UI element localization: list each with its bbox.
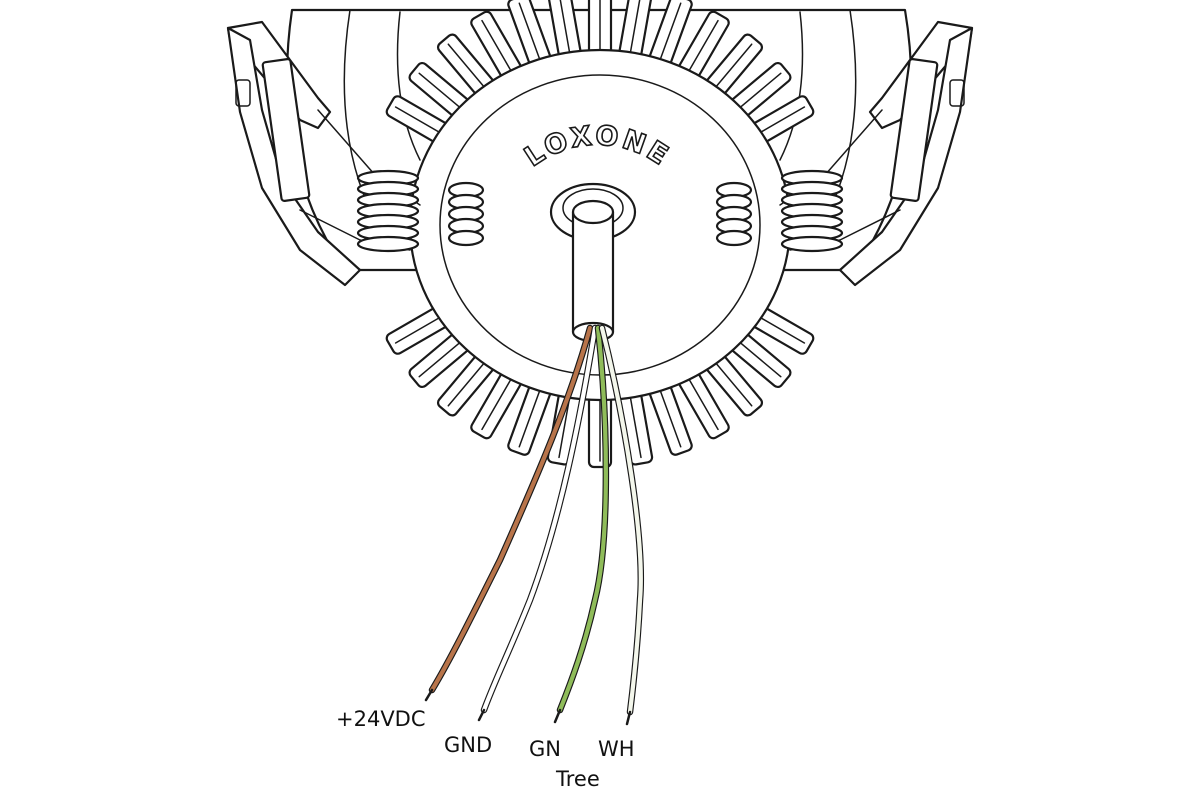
spring-coil [356, 235, 420, 253]
spring-coil [447, 229, 485, 247]
tree-group-label: Tree [555, 767, 600, 791]
right-torsion-spring [780, 169, 844, 253]
right-mounting-clip [779, 20, 974, 287]
wire-stripped-end [424, 688, 434, 702]
spring-coil [715, 229, 753, 247]
left-mounting-clip [226, 20, 421, 287]
wire-tails [424, 324, 645, 726]
wire-label-gnd: GND [444, 733, 492, 757]
right-inner-spring [715, 181, 753, 247]
spring-coil [780, 235, 844, 253]
wire-stripped-end [625, 710, 632, 726]
left-torsion-spring [356, 169, 420, 253]
left-inner-spring [447, 181, 485, 247]
wire-label-gn: GN [529, 737, 561, 761]
wire-gnd [477, 324, 599, 722]
cable-gland [549, 182, 637, 343]
wire-stripped-end [477, 708, 486, 722]
wire-24vdc [424, 324, 594, 702]
wire-label-wh: WH [598, 737, 635, 761]
wire-wh [598, 324, 645, 726]
wire-labels: +24VDC GND GN WH Tree [336, 707, 635, 791]
wire-label-24vdc: +24VDC [336, 707, 426, 731]
wire-stripped-end [553, 708, 562, 724]
wire-gn [553, 324, 610, 724]
